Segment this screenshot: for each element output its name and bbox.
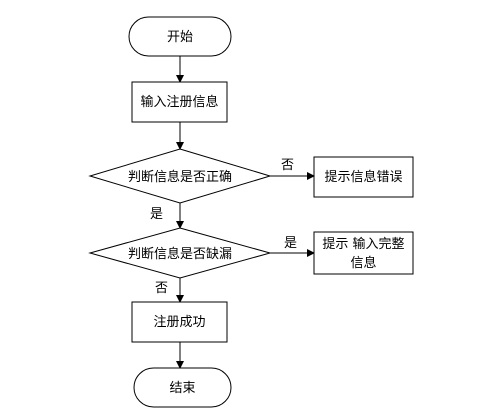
start-node: 开始	[128, 16, 232, 57]
check-correct-label: 判断信息是否正确	[128, 169, 232, 185]
complete-node: 提示 输入完整 信息	[313, 231, 414, 275]
start-label: 开始	[167, 30, 193, 45]
label-no-1: 否	[281, 158, 294, 173]
input-label: 输入注册信息	[140, 94, 218, 110]
input-node: 输入注册信息	[131, 81, 228, 123]
success-node: 注册成功	[131, 301, 228, 343]
label-yes-1: 是	[150, 207, 163, 222]
complete-label-line1: 提示 输入完整	[322, 236, 404, 252]
complete-label-line2: 信息	[350, 255, 376, 271]
end-label: 结束	[169, 381, 195, 396]
end-node: 结束	[133, 367, 232, 408]
label-no-2: 否	[155, 281, 168, 296]
error-node: 提示信息错误	[313, 156, 414, 198]
check-missing-label: 判断信息是否缺漏	[128, 246, 232, 262]
success-label: 注册成功	[153, 315, 205, 330]
check-correct-node: 判断信息是否正确	[88, 148, 272, 204]
check-missing-node: 判断信息是否缺漏	[88, 227, 272, 279]
error-label: 提示信息错误	[324, 169, 402, 185]
label-yes-2: 是	[284, 236, 297, 251]
